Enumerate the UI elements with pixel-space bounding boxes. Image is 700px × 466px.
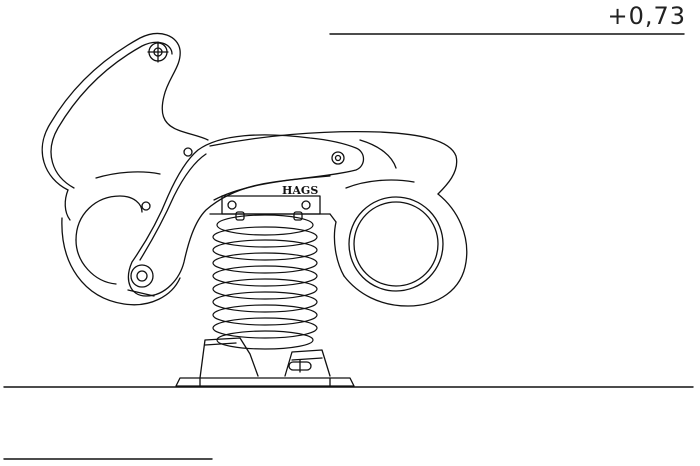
spring-top-bracket	[209, 195, 331, 221]
height-dimension-label: +0,73	[607, 2, 686, 30]
motorcycle-body	[41, 33, 468, 307]
spring-base	[175, 337, 355, 387]
coil-spring	[212, 214, 318, 350]
hags-logo: HAGS	[282, 184, 318, 197]
